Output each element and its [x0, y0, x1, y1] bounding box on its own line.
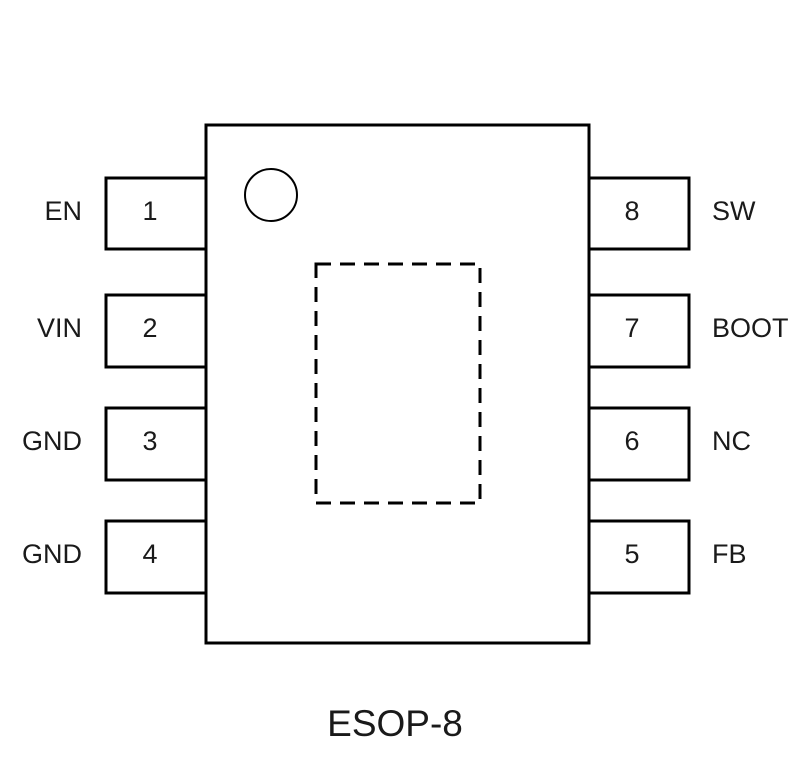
- pin-2: 2 VIN: [37, 293, 208, 369]
- pin-2-name: VIN: [37, 313, 82, 343]
- pin-6-number: 6: [624, 426, 639, 456]
- pin-8-lead: [587, 176, 691, 251]
- pin-1-number: 1: [142, 196, 157, 226]
- pin-8-number: 8: [624, 196, 639, 226]
- pin-3-name: GND: [22, 426, 82, 456]
- pin-7-number: 7: [624, 313, 639, 343]
- exposed-pad-outline: [314, 262, 482, 505]
- package-label: ESOP-8: [327, 703, 463, 744]
- pin-8: 8 SW: [587, 176, 756, 251]
- pin-6: 6 NC: [587, 406, 751, 482]
- pin1-indicator-circle: [244, 168, 298, 222]
- pin-6-lead: [587, 406, 691, 482]
- pin-5: 5 FB: [587, 519, 747, 595]
- pin-5-name: FB: [712, 539, 747, 569]
- pin-7: 7 BOOT: [587, 293, 789, 369]
- pin-8-name: SW: [712, 196, 756, 226]
- pin-3-lead: [104, 406, 208, 482]
- pin-3: 3 GND: [22, 406, 208, 482]
- pin-6-name: NC: [712, 426, 751, 456]
- pin-7-name: BOOT: [712, 313, 789, 343]
- pin-4: 4 GND: [22, 519, 208, 595]
- pin-3-number: 3: [142, 426, 157, 456]
- pin-1-name: EN: [44, 196, 82, 226]
- pin-2-number: 2: [142, 313, 157, 343]
- pin-4-name: GND: [22, 539, 82, 569]
- pin-2-lead: [104, 293, 208, 369]
- pin-1: 1 EN: [44, 176, 208, 251]
- pin-5-number: 5: [624, 539, 639, 569]
- pin-1-lead: [104, 176, 208, 251]
- pin-4-number: 4: [142, 539, 157, 569]
